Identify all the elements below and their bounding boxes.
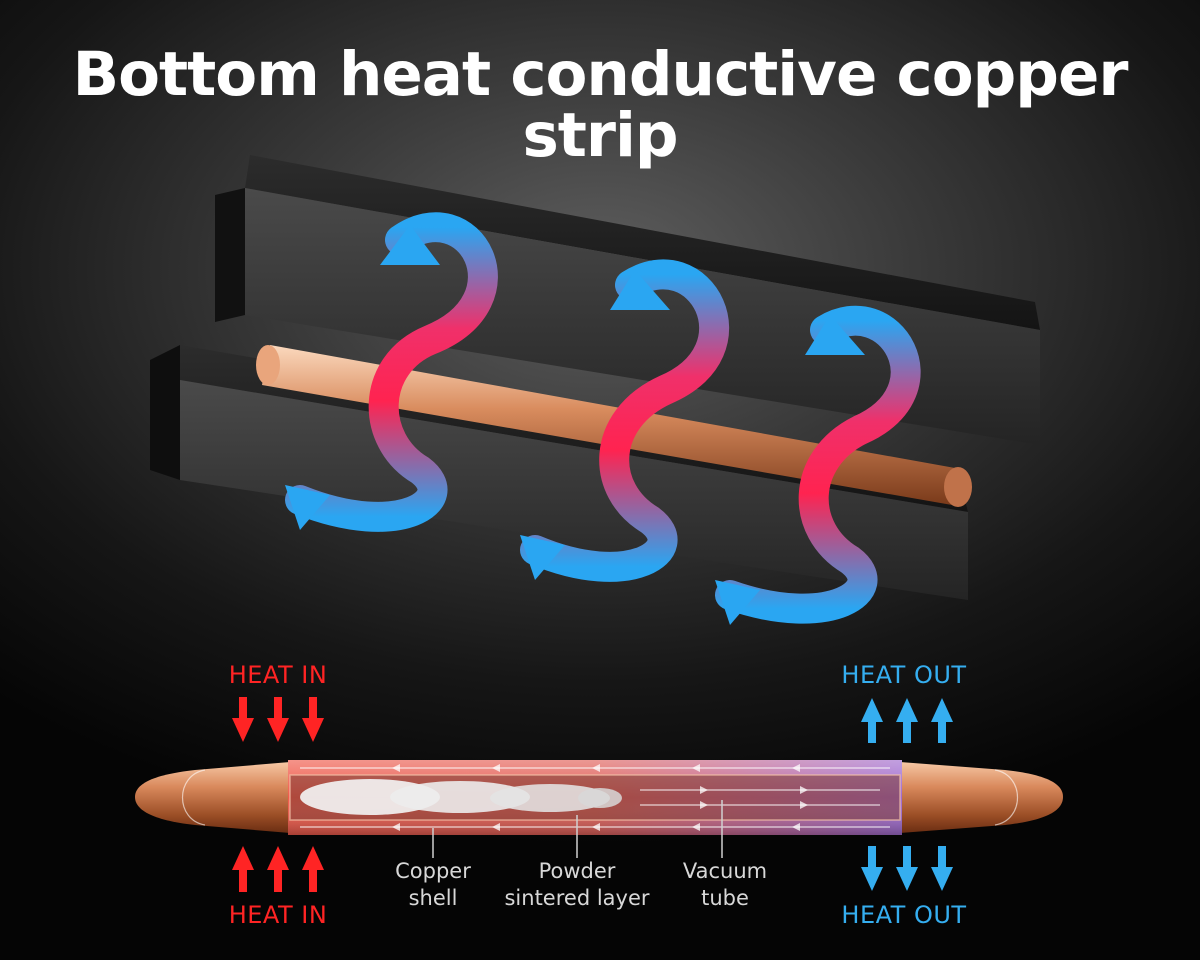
vacuum-tube-label-line1: Vacuum [682, 859, 768, 883]
powder-sintered-layer [300, 779, 622, 815]
heat-pipe-cross-section [135, 760, 1063, 858]
arrow-up-icon [232, 846, 254, 892]
vacuum-tube-label: Vacuum tube [625, 858, 825, 912]
copper-shell-label-line1: Copper [395, 859, 471, 883]
powder-layer-label-line2: sintered layer [504, 886, 650, 910]
airflow-swirl-icon [520, 259, 730, 582]
arrow-up-icon [267, 846, 289, 892]
airflow-swirl-icon [285, 212, 498, 532]
heat-in-top-arrows [232, 697, 324, 742]
heatsink-top-block-side [215, 188, 245, 322]
copper-shell-label: Copper shell [333, 858, 533, 912]
heatsink-top-block-face [245, 188, 1040, 445]
arrow-up-icon [861, 698, 883, 743]
vacuum-tube-label-line2: tube [701, 886, 749, 910]
right-end-cap [900, 762, 1063, 833]
heat-out-bottom-arrows [861, 846, 953, 891]
arrow-down-icon [302, 697, 324, 742]
heatsink-bottom-block-side [150, 345, 180, 480]
heat-in-bottom-arrows [232, 846, 324, 892]
copper-shell-label-line2: shell [408, 886, 458, 910]
heatsink-top-block-top [245, 155, 1040, 330]
heat-out-top-arrows [861, 698, 953, 743]
arrow-down-icon [861, 846, 883, 891]
arrow-down-icon [267, 697, 289, 742]
arrow-up-icon [302, 846, 324, 892]
airflow-swirl-icon [715, 305, 921, 625]
airflow-swirls [285, 212, 921, 625]
page-title: Bottom heat conductive copper strip [72, 39, 1129, 171]
heat-out-top-label: HEAT OUT [841, 661, 967, 689]
heat-in-top-label: HEAT IN [228, 661, 328, 689]
heat-out-bottom-label: HEAT OUT [841, 901, 967, 929]
arrow-up-icon [896, 698, 918, 743]
heat-in-bottom-label: HEAT IN [228, 901, 328, 929]
arrow-down-icon [931, 846, 953, 891]
arrow-up-icon [931, 698, 953, 743]
powder-layer-label-line1: Powder [538, 859, 616, 883]
powder-layer-label: Powder sintered layer [477, 858, 677, 912]
left-end-cap [135, 762, 290, 833]
arrow-down-icon [232, 697, 254, 742]
arrow-down-icon [896, 846, 918, 891]
